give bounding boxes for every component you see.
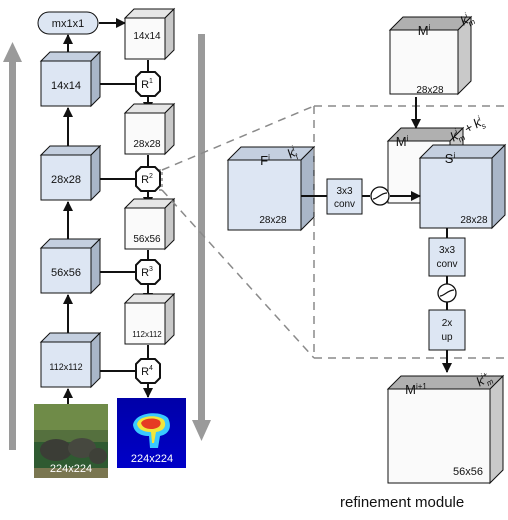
refinement-nodes: R1 R2 R3 R4 bbox=[135, 71, 161, 384]
svg-text:3x3: 3x3 bbox=[336, 186, 353, 197]
refinement-node-4: R4 bbox=[135, 358, 161, 384]
svg-text:112x112: 112x112 bbox=[132, 330, 162, 339]
figure-caption: refinement module bbox=[340, 494, 465, 511]
mask-score-label: mx1x1 bbox=[52, 18, 84, 30]
encoder-cube-1: 14x14 bbox=[39, 50, 102, 108]
svg-text:112x112: 112x112 bbox=[49, 362, 82, 372]
cube-layer: 14x14 28x28 56x56 112x112 14x14 28x28 56x56 112… bbox=[39, 7, 507, 485]
skip-label: Si bbox=[445, 151, 456, 166]
svg-text:conv: conv bbox=[334, 199, 355, 210]
input-image: 224x224 bbox=[34, 404, 108, 478]
nonlinearity-1 bbox=[370, 186, 390, 206]
conv-block-2: 3x3 conv bbox=[428, 237, 466, 277]
feature-cube bbox=[226, 145, 316, 232]
upsample-block: 2x up bbox=[428, 309, 466, 351]
encoder-cube-4: 112x112 bbox=[39, 331, 102, 389]
nonlinearity-2 bbox=[437, 283, 457, 303]
svg-text:14x14: 14x14 bbox=[51, 80, 81, 92]
encoder-cube-2: 28x28 bbox=[39, 144, 102, 202]
feature-label: Fi bbox=[260, 153, 270, 168]
merged-k: kim+kis bbox=[448, 113, 488, 147]
svg-text:R4: R4 bbox=[141, 365, 153, 378]
feature-size: 28x28 bbox=[259, 215, 287, 226]
svg-text:conv: conv bbox=[436, 259, 457, 270]
input-size-label: 224x224 bbox=[50, 463, 92, 475]
refinement-node-1: R1 bbox=[135, 71, 161, 97]
decoder-cube-1: 14x14 bbox=[123, 7, 176, 61]
mask-cube-top bbox=[388, 15, 473, 96]
mask-out-size: 56x56 bbox=[453, 466, 483, 478]
mask-cube-out bbox=[386, 374, 505, 485]
svg-text:56x56: 56x56 bbox=[133, 234, 161, 245]
encoder-cube-3: 56x56 bbox=[39, 237, 102, 295]
refinement-node-2: R2 bbox=[135, 166, 161, 192]
mask-mid-label: Mi bbox=[396, 134, 409, 149]
svg-text:R2: R2 bbox=[141, 173, 153, 186]
decoder-cube-2: 28x28 bbox=[123, 102, 176, 156]
mask-out-label: Mi+1 bbox=[405, 382, 427, 397]
svg-text:14x14: 14x14 bbox=[133, 31, 161, 42]
output-mask: 224x224 bbox=[117, 398, 186, 468]
mask-top-size: 28x28 bbox=[416, 85, 444, 96]
svg-text:3x3: 3x3 bbox=[439, 245, 456, 256]
conv-block-1: 3x3 conv bbox=[326, 178, 363, 215]
output-size-label: 224x224 bbox=[131, 453, 173, 465]
svg-text:28x28: 28x28 bbox=[133, 139, 161, 150]
svg-text:R3: R3 bbox=[141, 266, 153, 279]
refinement-node-3: R3 bbox=[135, 259, 161, 285]
decoder-cube-4: 112x112 bbox=[123, 292, 176, 346]
svg-text:up: up bbox=[441, 332, 453, 343]
merged-size: 28x28 bbox=[460, 215, 488, 226]
mask-top-label: Mi bbox=[418, 23, 431, 38]
decoder-cube-3: 56x56 bbox=[123, 197, 176, 251]
svg-text:R1: R1 bbox=[141, 78, 153, 91]
svg-text:28x28: 28x28 bbox=[51, 174, 81, 186]
svg-text:2x: 2x bbox=[442, 318, 453, 329]
right-connectors bbox=[301, 97, 452, 373]
skip-feature-cube bbox=[418, 143, 507, 230]
upward-flow-arrow bbox=[3, 42, 22, 450]
downward-flow-arrow bbox=[192, 34, 211, 441]
svg-text:56x56: 56x56 bbox=[51, 267, 81, 279]
